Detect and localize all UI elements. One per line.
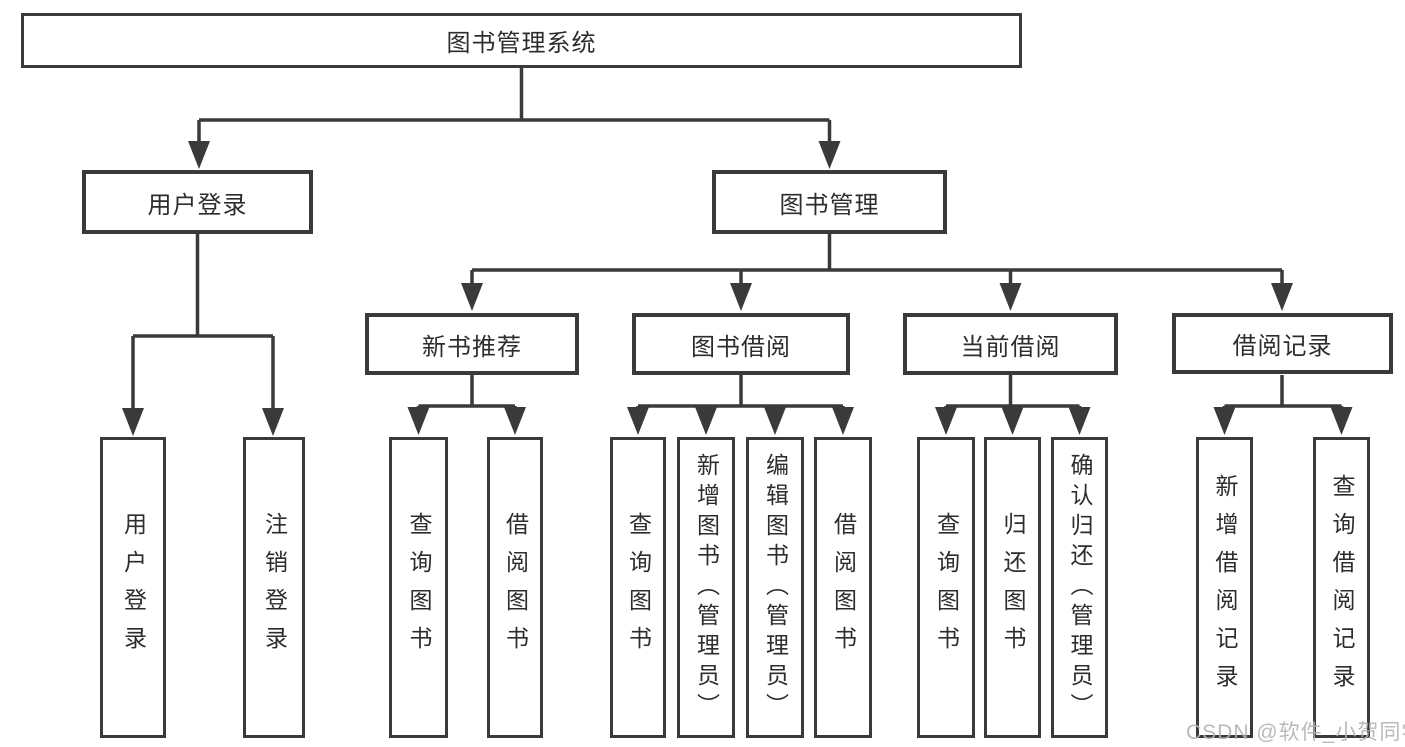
node-borrowing-records-label: 借阅记录 <box>1232 333 1333 360</box>
watermark: CSDN @软件_小贺同学 <box>1186 721 1405 744</box>
leaf-add-borrow-record: 新增借阅记录 <box>1196 437 1253 738</box>
node-new-book-recommend-label: 新书推荐 <box>422 333 522 361</box>
leaf-borrow-books-borrowing: 借阅图书 <box>814 437 872 738</box>
node-book-management-label: 图书管理 <box>779 191 880 219</box>
node-new-book-recommend: 新书推荐 <box>365 313 579 375</box>
leaf-borrow-books-recommend: 借阅图书 <box>487 437 543 738</box>
leaf-logout-label: 注销登录 <box>261 511 288 664</box>
connector-book-management <box>461 234 1293 311</box>
connector-new-book-recommend <box>407 375 526 435</box>
node-library-system-label: 图书管理系统 <box>446 30 597 57</box>
leaf-edit-book-admin: 编辑图书（管理员） <box>746 437 804 738</box>
connector-root <box>188 68 841 169</box>
leaf-query-books-borrowing: 查询图书 <box>610 437 666 738</box>
node-library-system: 图书管理系统 <box>21 13 1022 68</box>
node-borrowing-records: 借阅记录 <box>1172 313 1393 374</box>
node-book-management: 图书管理 <box>712 170 947 234</box>
node-current-borrowing-label: 当前借阅 <box>960 333 1061 361</box>
leaf-borrow-books-borrowing-label: 借阅图书 <box>830 511 857 664</box>
leaf-query-books-recommend-label: 查询图书 <box>406 511 432 664</box>
connector-current-borrowing <box>935 375 1091 435</box>
connector-book-borrowing <box>627 375 854 435</box>
leaf-confirm-return-admin-label: 确认归还（管理员） <box>1067 452 1093 723</box>
leaf-query-borrow-record: 查询借阅记录 <box>1313 437 1370 738</box>
leaf-borrow-books-recommend-label: 借阅图书 <box>502 511 529 664</box>
leaf-query-books-current: 查询图书 <box>917 437 975 738</box>
node-user-login: 用户登录 <box>82 170 313 234</box>
leaf-add-book-admin: 新增图书（管理员） <box>677 437 735 738</box>
node-book-borrowing-label: 图书借阅 <box>691 333 791 361</box>
node-user-login-label: 用户登录 <box>147 191 248 219</box>
leaf-query-borrow-record-label: 查询借阅记录 <box>1329 473 1355 702</box>
leaf-user-login: 用户登录 <box>100 437 166 738</box>
leaf-add-book-admin-label: 新增图书（管理员） <box>693 452 720 723</box>
node-book-borrowing: 图书借阅 <box>632 313 850 375</box>
leaf-add-borrow-record-label: 新增借阅记录 <box>1212 473 1238 702</box>
leaf-return-book: 归还图书 <box>984 437 1041 738</box>
connector-borrowing-records <box>1213 375 1353 435</box>
node-current-borrowing: 当前借阅 <box>903 313 1118 375</box>
leaf-return-book-label: 归还图书 <box>1000 511 1026 664</box>
leaf-confirm-return-admin: 确认归还（管理员） <box>1051 437 1108 738</box>
leaf-logout: 注销登录 <box>243 437 305 738</box>
leaf-query-books-current-label: 查询图书 <box>933 511 960 664</box>
leaf-query-books-recommend: 查询图书 <box>389 437 448 738</box>
connector-user-login <box>122 234 284 436</box>
leaf-edit-book-admin-label: 编辑图书（管理员） <box>762 452 789 723</box>
leaf-user-login-label: 用户登录 <box>120 511 147 664</box>
leaf-query-books-borrowing-label: 查询图书 <box>625 511 652 664</box>
